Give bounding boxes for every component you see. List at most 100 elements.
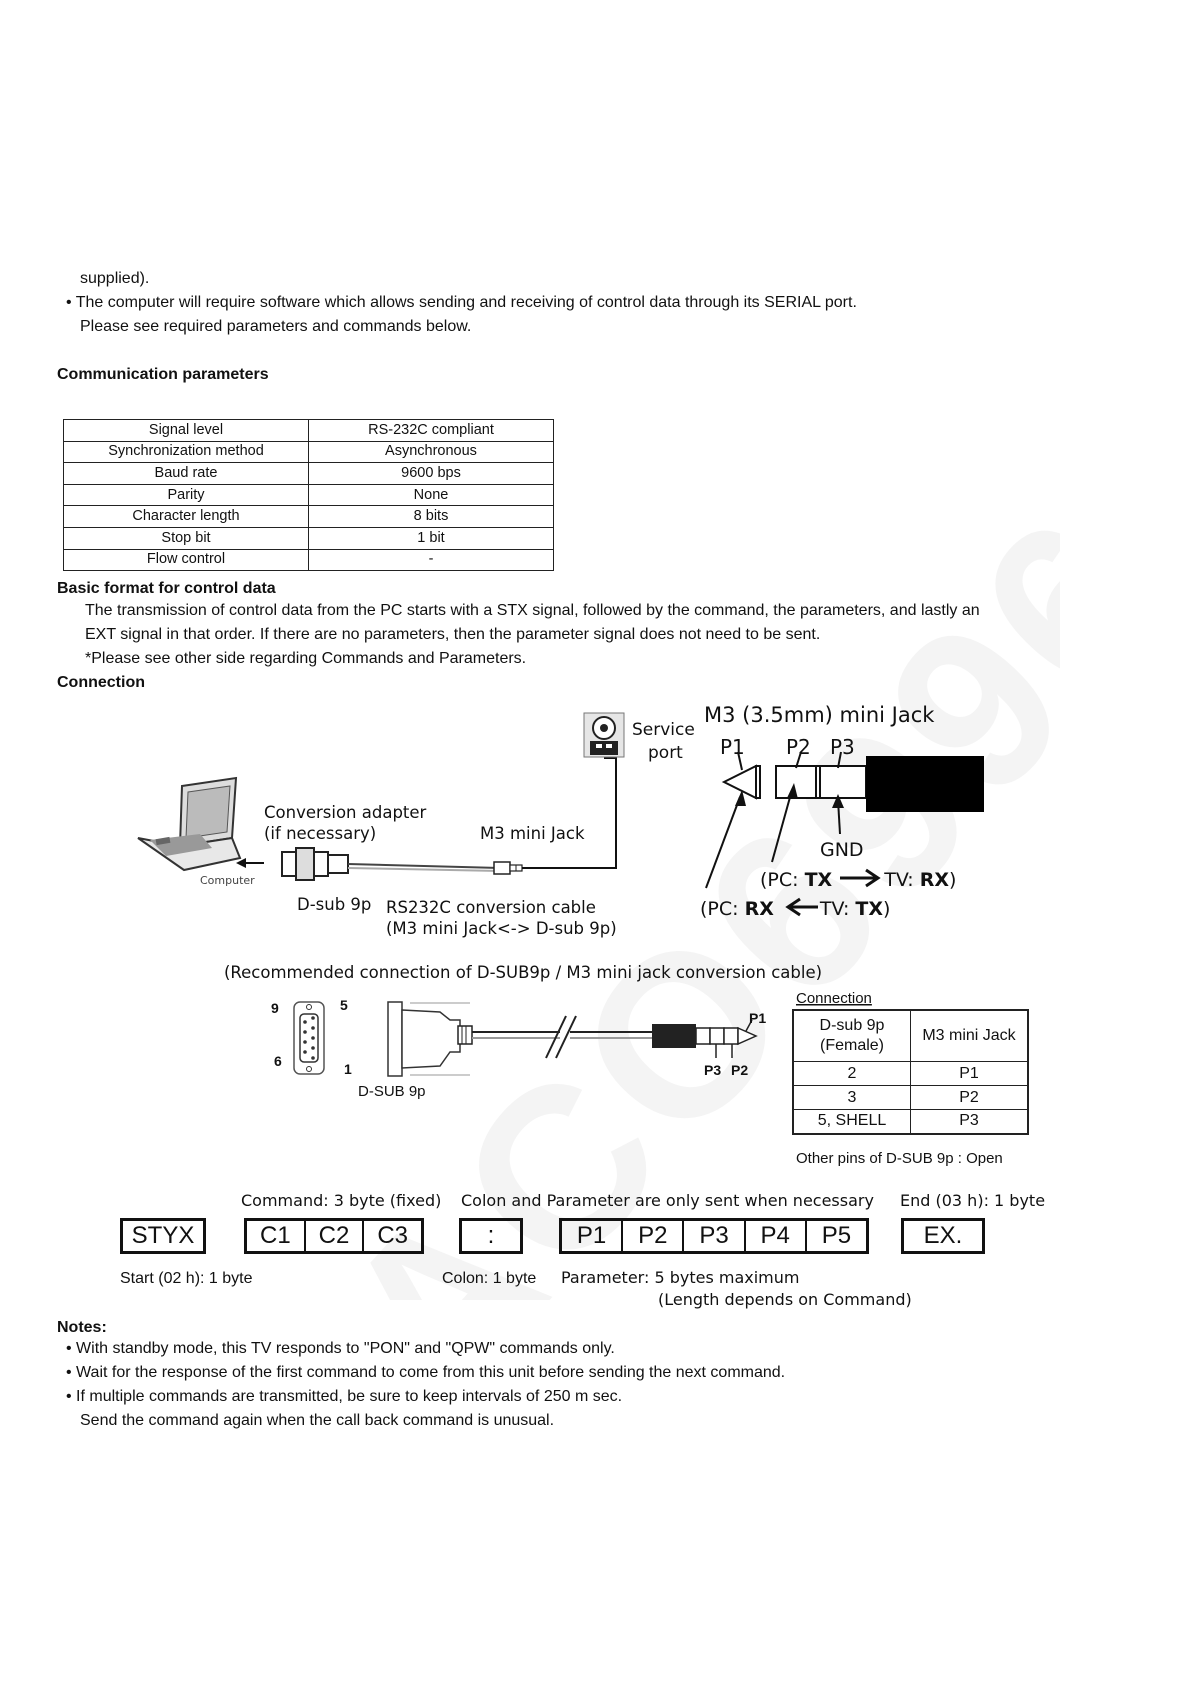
parameter-cell: P2: [621, 1221, 682, 1251]
jack-title: M3 (3.5mm) mini Jack: [704, 703, 935, 727]
table-row: D-sub 9p (Female) M3 mini Jack: [792, 1009, 1029, 1062]
basic-heading: Basic format for control data: [57, 580, 276, 597]
param-value: RS-232C compliant: [308, 419, 554, 442]
param-name: Stop bit: [63, 526, 309, 550]
table-row: Flow control-: [63, 548, 554, 572]
command-cell: C2: [303, 1221, 363, 1251]
cable-label: RS232C conversion cable: [386, 898, 596, 917]
service-port-icon: [583, 712, 625, 758]
dsub9p-label: D-SUB 9p: [358, 1083, 426, 1100]
note-item: • Wait for the response of the first com…: [66, 1364, 786, 1381]
dsub-label: D-sub 9p: [297, 895, 371, 914]
cable-p2-label: P2: [731, 1062, 748, 1078]
other-pins-label: Other pins of D-SUB 9p : Open: [796, 1150, 1003, 1167]
adapter-label-2: (if necessary): [264, 824, 376, 843]
jack-pin: P1: [910, 1061, 1029, 1086]
dsub-pin: 5, SHELL: [792, 1109, 911, 1134]
start-label: Start (02 h): 1 byte: [120, 1270, 253, 1287]
mini-jack-plug-icon: [493, 861, 523, 875]
command-cell: C1: [259, 1222, 291, 1249]
jack-p2-label: P2: [786, 735, 811, 759]
cable-p1-label: P1: [749, 1010, 766, 1026]
note-item: • If multiple commands are transmitted, …: [66, 1388, 623, 1405]
basic-paragraph-1: The transmission of control data from th…: [85, 602, 980, 619]
param-value: -: [308, 548, 554, 572]
jack-p3-label: P3: [830, 735, 855, 759]
colon-box: :: [459, 1218, 523, 1254]
param-name: Flow control: [63, 548, 309, 572]
parameter-box: P1 P2 P3 P4 P5: [559, 1218, 869, 1254]
table-header-dsub: D-sub 9p (Female): [792, 1009, 911, 1062]
arrow-left-icon: [785, 897, 818, 917]
service-port-label-2: port: [648, 743, 683, 763]
basic-paragraph-3: *Please see other side regarding Command…: [85, 650, 527, 667]
colon-param-label: Colon and Parameter are only sent when n…: [461, 1191, 874, 1210]
note-item: Send the command again when the call bac…: [80, 1412, 555, 1429]
cable-label-2: (M3 mini Jack<-> D-sub 9p): [386, 919, 617, 938]
length-label: (Length depends on Command): [658, 1290, 912, 1309]
arrow-left-icon: [236, 858, 246, 868]
pin-6-label: 6: [274, 1053, 282, 1069]
command-label: Command: 3 byte (fixed): [241, 1191, 441, 1210]
dsub-connector-icon: [281, 847, 349, 881]
param-name: Signal level: [63, 419, 309, 442]
pc-rx-label: (PC: RX TV: TX): [700, 898, 890, 920]
computer-label: Computer: [200, 874, 255, 887]
comm-heading: Communication parameters: [57, 366, 269, 383]
end-label: End (03 h): 1 byte: [900, 1191, 1045, 1210]
param-value: 9600 bps: [308, 462, 554, 485]
service-port-label: Service: [632, 720, 695, 740]
m3-jack-label: M3 mini Jack: [480, 824, 585, 843]
jack-pin: P2: [910, 1085, 1029, 1110]
notes-heading: Notes:: [57, 1319, 107, 1336]
dsub-pinout-icon: [293, 1001, 325, 1075]
note-item: • With standby mode, this TV responds to…: [66, 1340, 615, 1357]
colon-label: Colon: 1 byte: [442, 1270, 536, 1287]
colon-cell: :: [487, 1222, 495, 1249]
parameter-cell: P5: [804, 1221, 866, 1251]
jack-p1-label: P1: [720, 735, 745, 759]
basic-paragraph-2: EXT signal in that order. If there are n…: [85, 626, 821, 643]
param-name: Parity: [63, 483, 309, 507]
connection-table-caption: Connection: [796, 990, 872, 1007]
stx-box: STYX: [120, 1218, 206, 1254]
gnd-label: GND: [820, 839, 864, 861]
dsub-pin: 3: [792, 1085, 911, 1110]
ext-box: EX.: [901, 1218, 985, 1254]
table-header-text: (Female): [819, 1037, 884, 1054]
param-name: Synchronization method: [63, 440, 309, 464]
recommended-label: (Recommended connection of D-SUB9p / M3 …: [224, 963, 822, 982]
dsub-cable-icon: [387, 1001, 758, 1077]
stx-cell: STYX: [131, 1222, 195, 1249]
command-box: C1 C2 C3: [244, 1218, 424, 1254]
ext-cell: EX.: [923, 1222, 963, 1249]
param-label: Parameter: 5 bytes maximum: [561, 1268, 799, 1287]
pin-1-label: 1: [344, 1061, 352, 1077]
adapter-label: Conversion adapter: [264, 803, 427, 822]
m3-jack-icon: [721, 756, 984, 812]
table-header-text: D-sub 9p: [819, 1017, 885, 1034]
intro-line-2: Please see required parameters and comma…: [80, 318, 472, 335]
dsub-pin: 2: [792, 1061, 911, 1086]
intro-line: supplied).: [80, 270, 150, 287]
parameter-cell: P3: [682, 1221, 743, 1251]
connection-heading: Connection: [57, 674, 145, 691]
command-cell: C3: [362, 1221, 421, 1251]
laptop-icon: [137, 776, 242, 872]
pc-tx-label: (PC: TX TV: RX): [760, 869, 956, 891]
table-header-m3: M3 mini Jack: [910, 1009, 1029, 1062]
parameter-cell: P1: [576, 1222, 607, 1249]
pin-9-label: 9: [271, 1000, 279, 1016]
intro-bullet: • The computer will require software whi…: [66, 294, 857, 311]
pin-5-label: 5: [340, 997, 348, 1013]
